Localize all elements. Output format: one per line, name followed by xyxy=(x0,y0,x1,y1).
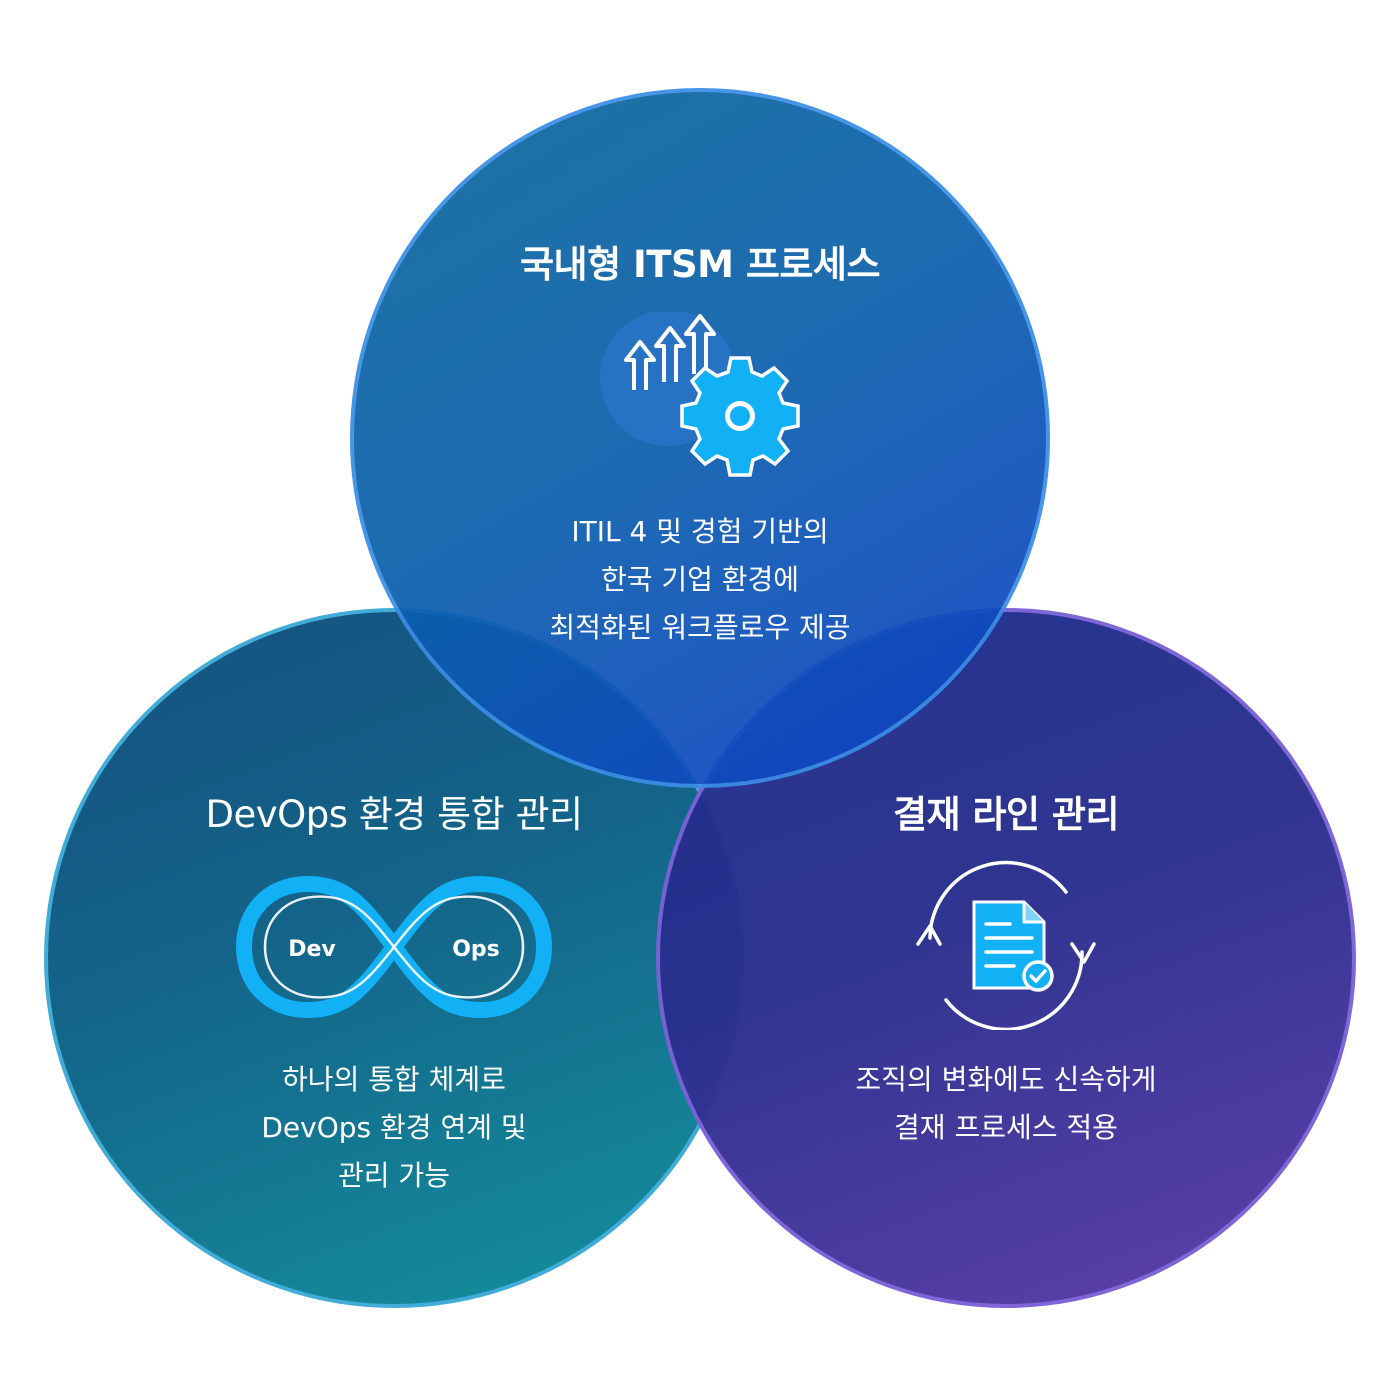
document-cycle-icon xyxy=(916,860,1096,1030)
devops-desc-line: DevOps 환경 연계 및 xyxy=(261,1111,527,1144)
devops-title: DevOps 환경 통합 관리 xyxy=(205,793,583,836)
devops-description: 하나의 통합 체계로 DevOps 환경 연계 및 관리 가능 xyxy=(44,1056,744,1200)
devops-dev-label: Dev xyxy=(288,937,336,962)
devops-desc-line: 하나의 통합 체계로 xyxy=(282,1063,506,1096)
itsm-title: 국내형 ITSM 프로세스 xyxy=(519,243,881,286)
itsm-desc-line: 한국 기업 환경에 xyxy=(600,563,800,596)
approval-desc-line: 결재 프로세스 적용 xyxy=(894,1111,1118,1144)
devops-ops-label: Ops xyxy=(452,937,500,962)
devops-infinity-icon: Dev Ops xyxy=(236,876,552,1018)
devops-desc-line: 관리 가능 xyxy=(338,1159,450,1192)
itsm-desc-line: ITIL 4 및 경험 기반의 xyxy=(571,515,829,548)
itsm-desc-line: 최적화된 워크플로우 제공 xyxy=(549,611,851,644)
approval-description: 조직의 변화에도 신속하게 결재 프로세스 적용 xyxy=(656,1056,1356,1152)
approval-desc-line: 조직의 변화에도 신속하게 xyxy=(855,1063,1157,1096)
approval-title: 결재 라인 관리 xyxy=(892,793,1120,836)
gear-arrows-icon xyxy=(600,312,800,477)
itsm-description: ITIL 4 및 경험 기반의 한국 기업 환경에 최적화된 워크플로우 제공 xyxy=(350,508,1050,652)
